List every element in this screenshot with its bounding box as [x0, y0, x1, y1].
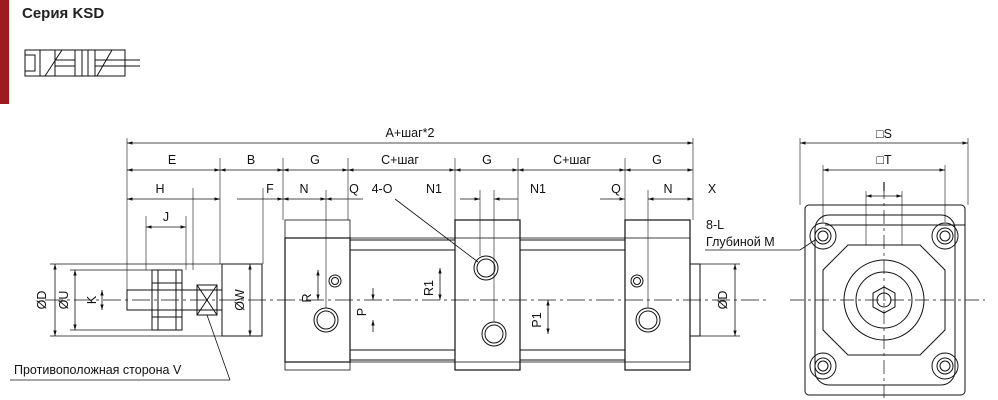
dim-n2: N	[663, 182, 672, 196]
dim-n1b: N1	[530, 182, 546, 196]
side-view	[45, 219, 770, 371]
dim-cstep1: C+шаг	[381, 153, 419, 167]
dim-w: ØW	[233, 289, 247, 311]
dim-h: H	[155, 182, 164, 196]
dim-j: J	[163, 210, 169, 224]
end-view	[705, 138, 985, 398]
dim-p: P	[355, 308, 369, 316]
dim-n1a: N1	[426, 182, 442, 196]
dim-n1: N	[299, 182, 308, 196]
dim-8l: 8-L	[706, 218, 724, 232]
dim-s: □S	[876, 127, 892, 141]
dimension-labels: A+шаг*2 E B G C+шаг G C+шаг G H F N Q 4-…	[14, 126, 892, 377]
dimension-lines	[10, 141, 740, 381]
dim-e: E	[168, 153, 176, 167]
dim-x: X	[708, 182, 717, 196]
series-title: Серия KSD	[22, 5, 105, 22]
extension-lines	[126, 138, 694, 322]
cylinder-symbol	[24, 49, 140, 77]
dim-k: K	[85, 295, 99, 304]
dim-r: R	[300, 293, 314, 302]
dim-g2: G	[482, 153, 492, 167]
dim-i: I	[882, 180, 885, 194]
dim-depth-m: Глубиной M	[706, 235, 775, 249]
opposite-side-note: Противоположная сторона V	[14, 363, 182, 377]
dim-g3: G	[652, 153, 662, 167]
dim-u: ØU	[57, 291, 71, 310]
dim-overall: A+шаг*2	[386, 126, 435, 140]
dim-r1: R1	[422, 280, 436, 296]
dim-f: F	[266, 182, 274, 196]
dim-q1: Q	[349, 182, 359, 196]
dim-b: B	[247, 153, 255, 167]
dim-t: □T	[876, 153, 892, 167]
dim-g1: G	[310, 153, 320, 167]
dim-d-left: ØD	[35, 291, 49, 310]
dim-p1: P1	[530, 312, 544, 327]
dim-4o: 4-O	[372, 182, 393, 196]
dim-cstep2: C+шаг	[553, 153, 591, 167]
dim-q2: Q	[611, 182, 621, 196]
accent-bar	[0, 0, 9, 104]
dim-d-right: ØD	[716, 291, 730, 310]
